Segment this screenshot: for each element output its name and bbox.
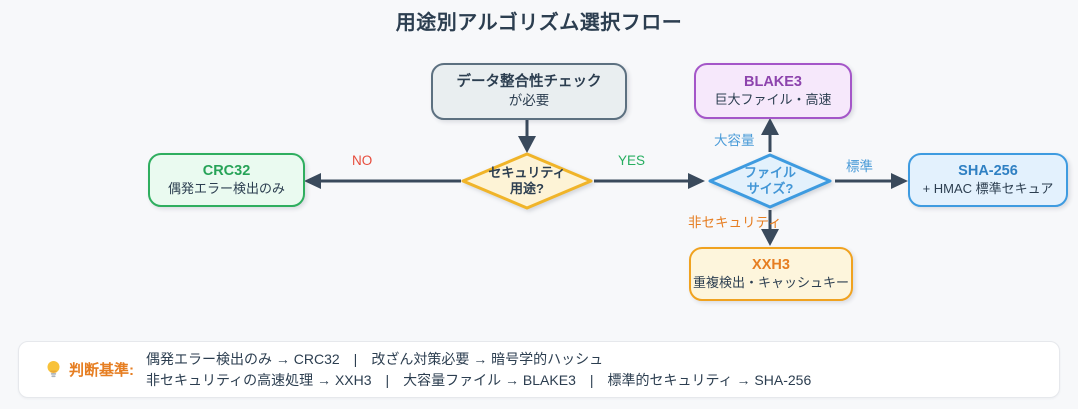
- node-blake3-desc: 巨大ファイル・高速: [714, 91, 832, 107]
- diamond-shape-security: [461, 152, 593, 210]
- diamond-shape-filesize: [708, 153, 832, 209]
- decision-filesize-line1: ファイル: [743, 164, 796, 180]
- node-xxh3: XXH3 重複検出・キャッシュキー: [689, 247, 853, 301]
- lightbulb-icon: [46, 360, 61, 379]
- node-blake3-title: BLAKE3: [743, 74, 802, 91]
- node-sha256-desc: + HMAC 標準セキュア: [922, 180, 1054, 196]
- node-crc32-title: CRC32: [202, 163, 251, 180]
- arrow-security-yes-to-filesize-decision: [594, 173, 705, 189]
- node-start-line2: が必要: [508, 93, 550, 109]
- edge-label-standard: 標準: [846, 159, 873, 174]
- node-xxh3-title: XXH3: [752, 257, 790, 274]
- arrow-security-no-to-crc32: [304, 173, 461, 189]
- edge-label-large-file: 大容量: [714, 133, 755, 148]
- arrow-start-to-security-decision: [518, 116, 536, 153]
- page-title: 用途別アルゴリズム選択フロー: [395, 12, 683, 34]
- node-crc32-desc: 偶発エラー検出のみ: [167, 180, 285, 196]
- arrow-filesize-large-to-blake3: [761, 118, 779, 152]
- criteria-lines: 偶発エラー検出のみ → CRC32 | 改ざん対策必要 → 暗号学的ハッシュ 非…: [146, 349, 811, 391]
- node-sha256: SHA-256 + HMAC 標準セキュア: [908, 153, 1068, 207]
- criteria-label: 判断基準:: [69, 362, 134, 379]
- decision-file-size: ファイル サイズ?: [707, 152, 833, 210]
- criteria-panel: 判断基準: 偶発エラー検出のみ → CRC32 | 改ざん対策必要 → 暗号学的…: [18, 341, 1060, 398]
- node-xxh3-desc: 重複検出・キャッシュキー: [692, 274, 849, 290]
- decision-filesize-line2: サイズ?: [746, 181, 794, 196]
- decision-security-line2: 用途?: [510, 181, 544, 196]
- criteria-line-2: 非セキュリティの高速処理 → XXH3 | 大容量ファイル → BLAKE3 |…: [146, 371, 812, 388]
- edge-label-non-security: 非セキュリティ: [688, 215, 782, 230]
- decision-security-usage: セキュリティ 用途?: [460, 151, 594, 211]
- node-start-data-integrity: データ整合性チェック が必要: [431, 63, 627, 120]
- criteria-line-1: 偶発エラー検出のみ → CRC32 | 改ざん対策必要 → 暗号学的ハッシュ: [146, 350, 604, 367]
- edge-label-no: NO: [352, 153, 373, 168]
- node-blake3: BLAKE3 巨大ファイル・高速: [694, 63, 852, 119]
- arrow-filesize-standard-to-sha256: [835, 173, 908, 189]
- node-crc32: CRC32 偶発エラー検出のみ: [148, 153, 305, 207]
- decision-security-line1: セキュリティ: [488, 164, 566, 180]
- node-start-line1: データ整合性チェック: [456, 74, 602, 91]
- node-sha256-title: SHA-256: [958, 163, 1018, 180]
- edge-label-yes: YES: [618, 153, 646, 168]
